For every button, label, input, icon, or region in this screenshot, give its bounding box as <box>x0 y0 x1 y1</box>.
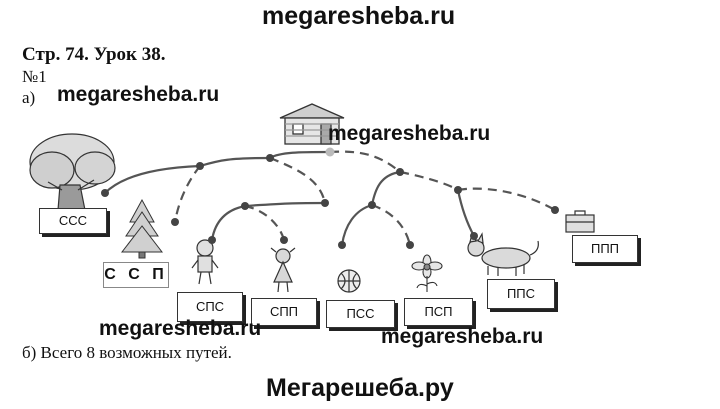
briefcase-icon <box>565 210 595 233</box>
leaf-node <box>338 241 346 249</box>
site-watermark: megaresheba.ru <box>328 122 491 145</box>
path-segment <box>456 189 475 237</box>
house-icon <box>279 103 345 145</box>
path-segment <box>269 156 327 204</box>
answer-b-text: б) Всего 8 возможных путей. <box>22 343 232 362</box>
path-segment <box>199 156 271 168</box>
leaf-node <box>101 189 109 197</box>
path-card-psp: ПСП <box>404 298 473 326</box>
cat-icon <box>467 232 539 276</box>
leaf-node <box>470 232 478 240</box>
site-watermark-top[interactable]: megaresheba.ru <box>262 2 456 30</box>
task-number: №1 <box>22 67 47 86</box>
path-segment <box>210 204 246 241</box>
path-segment <box>371 203 412 246</box>
path-segment <box>269 150 331 159</box>
path-card-csp: С С П <box>103 262 169 288</box>
girl-icon <box>270 247 296 293</box>
boy-icon <box>191 239 219 285</box>
ball-icon <box>337 269 361 293</box>
path-card-ppp: ППП <box>572 235 638 263</box>
path-segment <box>244 201 326 208</box>
path-segment <box>244 204 286 241</box>
root-node <box>325 147 335 157</box>
branch-node <box>266 154 274 162</box>
site-watermark: megaresheba.ru <box>57 83 220 106</box>
flower-icon <box>411 254 443 292</box>
path-segment <box>399 170 459 191</box>
path-segment <box>173 165 201 223</box>
site-watermark: megaresheba.ru <box>99 317 262 340</box>
leaf-node <box>208 236 216 244</box>
site-watermark-bottom[interactable]: Мегарешеба.ру <box>266 374 454 402</box>
branch-node <box>321 199 329 207</box>
path-card-ccc: ССС <box>39 208 107 234</box>
branch-node <box>196 162 204 170</box>
path-segment <box>329 150 401 173</box>
branch-node <box>396 168 404 176</box>
path-card-pps: ППС <box>487 279 555 309</box>
leaf-node <box>406 241 414 249</box>
leaf-node <box>551 206 559 214</box>
site-watermark: megaresheba.ru <box>381 325 544 348</box>
branch-node <box>241 202 249 210</box>
leaf-node <box>171 218 179 226</box>
fir-tree-icon <box>120 198 164 259</box>
path-segment <box>340 203 373 246</box>
path-card-pss: ПСС <box>326 300 395 328</box>
part-a-label: а) <box>22 88 36 107</box>
tree-icon <box>29 133 116 211</box>
branch-node <box>454 186 462 194</box>
leaf-node <box>280 236 288 244</box>
path-segment <box>457 187 556 211</box>
page-heading: Стр. 74. Урок 38. <box>22 44 166 65</box>
branch-node <box>368 201 376 209</box>
path-card-sps: СПС <box>177 292 243 322</box>
path-segment <box>104 164 201 194</box>
path-segment <box>370 170 401 206</box>
path-card-spp: СПП <box>251 298 317 326</box>
